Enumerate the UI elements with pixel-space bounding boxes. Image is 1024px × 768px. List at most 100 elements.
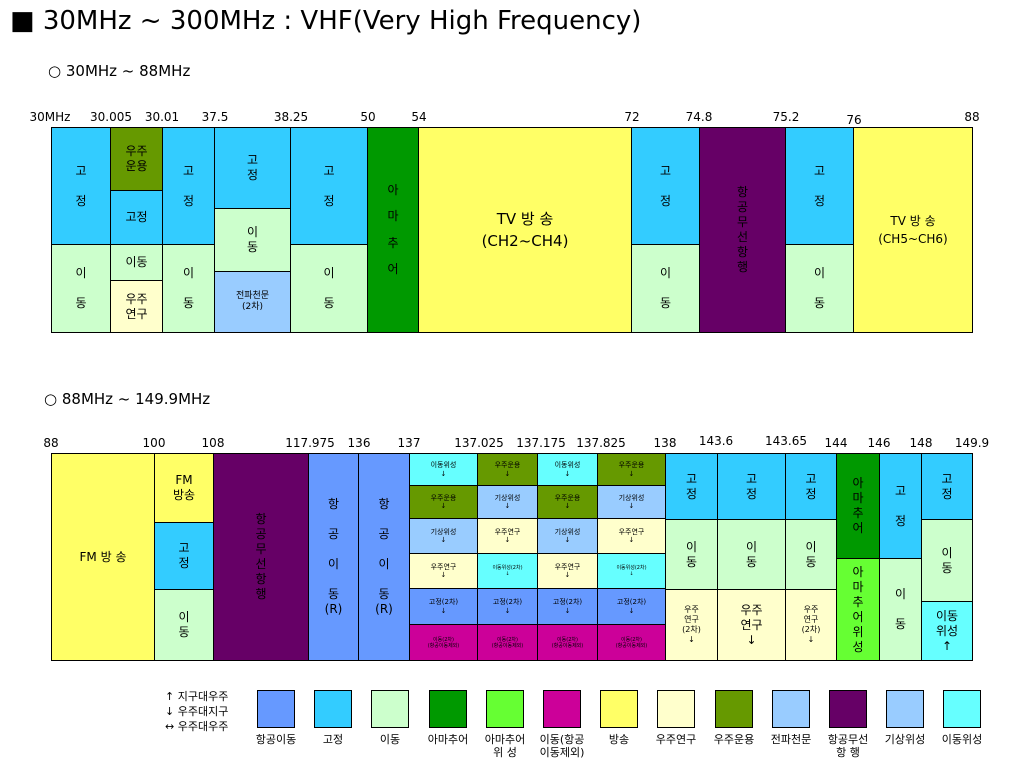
band-fixed: 고 정 bbox=[785, 127, 854, 245]
freq-label: 117.975 bbox=[285, 436, 335, 450]
freq-label: 148 bbox=[909, 436, 933, 450]
legend-label: 우주운용 bbox=[713, 733, 755, 746]
band-mobile: 이 동 bbox=[879, 558, 922, 661]
freq-label: 88 bbox=[43, 436, 59, 450]
band-space-operation: 우주운용 ↓ bbox=[597, 453, 666, 486]
band-mobile: 이동 bbox=[110, 244, 163, 281]
legend-swatch bbox=[429, 690, 467, 728]
legend-label: 전파천문 bbox=[770, 733, 812, 746]
band-aeronautical-radionavigation: 항 공 무 선 항 행 bbox=[213, 453, 309, 661]
band-aeronautical-mobile: 항 공 이 동 (R) bbox=[308, 453, 359, 661]
legend-swatch bbox=[600, 690, 638, 728]
band-aeronautical-radionavigation: 항 공 무 선 항 행 bbox=[699, 127, 786, 333]
band-fixed-secondary: 고정(2차) ↓ bbox=[409, 588, 478, 625]
band-space-research: 우주 연구 bbox=[110, 280, 163, 333]
band-mobile: 이 동 bbox=[631, 244, 700, 333]
band-broadcasting: TV 방 송 (CH2~CH4) bbox=[418, 127, 632, 333]
band-fixed: 고 정 bbox=[154, 522, 214, 590]
legend-label: 고정 bbox=[322, 733, 344, 746]
legend-swatch bbox=[715, 690, 753, 728]
legend-label: 이동 bbox=[379, 733, 401, 746]
legend-swatch bbox=[257, 690, 295, 728]
band-fixed: 고 정 bbox=[631, 127, 700, 245]
freq-label: 138 bbox=[653, 436, 677, 450]
legend-swatch bbox=[657, 690, 695, 728]
band-amateur-satellite: 아 마 추 어 위 성 bbox=[836, 558, 880, 661]
freq-label: 146 bbox=[867, 436, 891, 450]
legend-swatch bbox=[371, 690, 409, 728]
band-space-research: 우주연구 ↓ bbox=[409, 553, 478, 589]
legend-label: 항공이동 bbox=[255, 733, 297, 746]
band-mobile-satellite-secondary: 이동위성(2차) ↓ bbox=[477, 553, 538, 589]
band-fixed-secondary: 고정(2차) ↓ bbox=[477, 588, 538, 625]
freq-label: 72 bbox=[624, 110, 640, 124]
freq-label: 30.005 bbox=[90, 110, 132, 124]
band-fixed: 고 정 bbox=[214, 127, 291, 209]
legend-label: 기상위성 bbox=[884, 733, 926, 746]
freq-label: 136 bbox=[347, 436, 371, 450]
band-fixed: 고 정 bbox=[290, 127, 368, 245]
freq-label: 137.825 bbox=[576, 436, 626, 450]
band-space-operation: 우주운용 ↓ bbox=[477, 453, 538, 486]
band-radio-astronomy: 전파천문 (2차) bbox=[214, 271, 291, 333]
band-space-operation: 우주운용 ↓ bbox=[537, 485, 598, 519]
band-amateur: 아 마 추 어 bbox=[367, 127, 419, 333]
freq-label: 143.6 bbox=[698, 434, 734, 448]
freq-label: 54 bbox=[411, 110, 427, 124]
legend-swatch bbox=[772, 690, 810, 728]
band-broadcasting: FM 방송 bbox=[154, 453, 214, 523]
band-mobile-secondary: 이동(2차) (항공이동제외) bbox=[537, 624, 598, 661]
freq-label: 75.2 bbox=[772, 110, 800, 124]
legend-label: 아마추어 bbox=[427, 733, 469, 746]
freq-label: 137.175 bbox=[516, 436, 566, 450]
band-space-research: 우주연구 ↓ bbox=[477, 518, 538, 554]
band-fixed: 고정 bbox=[110, 190, 163, 245]
band-space-operation: 우주 운용 bbox=[110, 127, 163, 191]
freq-label: 50 bbox=[360, 110, 376, 124]
band-amateur: 아 마 추 어 bbox=[836, 453, 880, 559]
band-space-research: 우주연구 ↓ bbox=[537, 553, 598, 589]
band-space-research: 우주 연구 (2차) ↓ bbox=[665, 589, 718, 661]
freq-label: 137 bbox=[397, 436, 421, 450]
freq-label: 30.01 bbox=[144, 110, 180, 124]
freq-label: 108 bbox=[201, 436, 225, 450]
band-mobile: 이 동 bbox=[785, 244, 854, 333]
band-mobile: 이 동 bbox=[214, 208, 291, 272]
band-mobile: 이 동 bbox=[921, 519, 973, 602]
band-mobile-satellite: 이동 위성 ↑ bbox=[921, 601, 973, 661]
band-aeronautical-mobile: 항 공 이 동 (R) bbox=[358, 453, 410, 661]
band-broadcasting: FM 방 송 bbox=[51, 453, 155, 661]
band-mobile: 이 동 bbox=[154, 589, 214, 661]
legend-swatch bbox=[543, 690, 581, 728]
band-mobile-satellite-secondary: 이동위성(2차) ↓ bbox=[597, 553, 666, 589]
band-fixed: 고 정 bbox=[162, 127, 215, 245]
legend-label: 항공무선 항 행 bbox=[827, 733, 869, 760]
freq-label: 88 bbox=[964, 110, 980, 124]
freq-label: 144 bbox=[824, 436, 848, 450]
band-space-research: 우주연구 ↓ bbox=[597, 518, 666, 554]
band-mobile: 이 동 bbox=[290, 244, 368, 333]
freq-label: 37.5 bbox=[201, 110, 229, 124]
freq-label: 30MHz bbox=[29, 110, 71, 124]
legend-swatch bbox=[486, 690, 524, 728]
legend-label: 우주연구 bbox=[655, 733, 697, 746]
band-meteorological-satellite: 기상위성 ↓ bbox=[409, 518, 478, 554]
band-mobile-secondary: 이동(2차) (항공이동제외) bbox=[409, 624, 478, 661]
freq-label: 76 bbox=[846, 113, 862, 127]
page-title: ■ 30MHz ~ 300MHz : VHF(Very High Frequen… bbox=[10, 6, 642, 36]
legend-swatch bbox=[829, 690, 867, 728]
legend-label: 방송 bbox=[608, 733, 630, 746]
band-fixed: 고 정 bbox=[921, 453, 973, 520]
band-mobile: 이 동 bbox=[717, 519, 786, 590]
legend-arrow-up: ↑ 지구대우주 bbox=[165, 690, 229, 703]
band-fixed: 고 정 bbox=[785, 453, 837, 520]
band-meteorological-satellite: 기상위성 ↓ bbox=[597, 485, 666, 519]
band-space-operation: 우주운용 ↓ bbox=[409, 485, 478, 519]
band-mobile: 이 동 bbox=[162, 244, 215, 333]
freq-label: 137.025 bbox=[454, 436, 504, 450]
band-fixed: 고 정 bbox=[665, 453, 718, 520]
freq-label: 38.25 bbox=[273, 110, 309, 124]
band-fixed-secondary: 고정(2차) ↓ bbox=[537, 588, 598, 625]
band-meteorological-satellite: 기상위성 ↓ bbox=[537, 518, 598, 554]
freq-label: 100 bbox=[142, 436, 166, 450]
